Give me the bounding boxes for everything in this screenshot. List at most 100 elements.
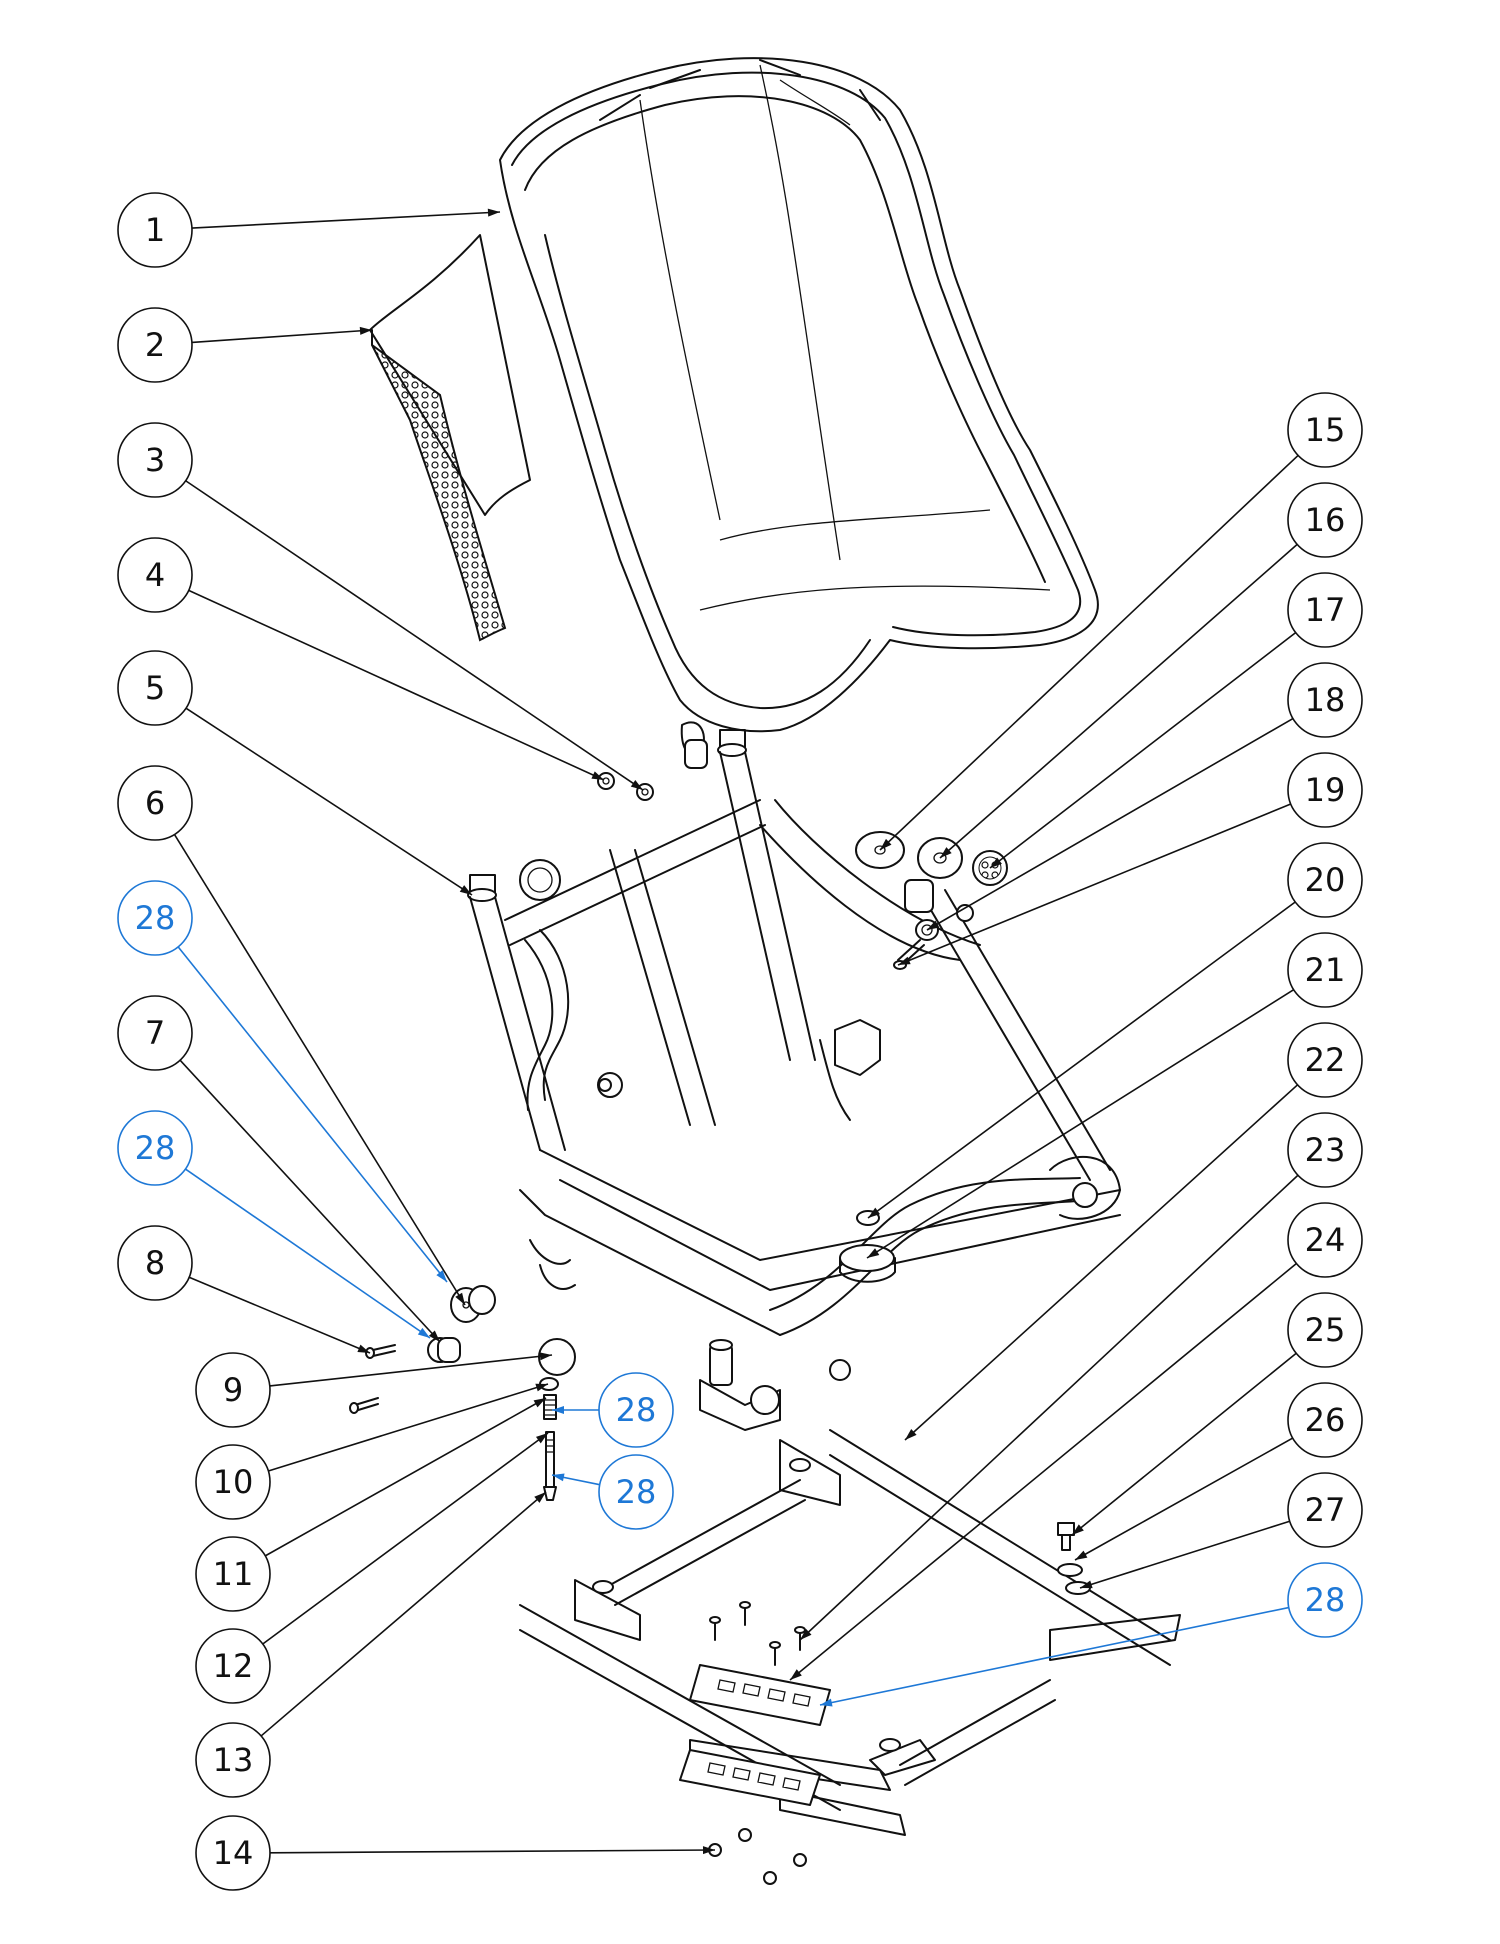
callout-number: 12 bbox=[213, 1647, 254, 1685]
callout-circle bbox=[1287, 1022, 1363, 1098]
leader-line-15 bbox=[879, 454, 1299, 851]
callout-bubble-16: 16 bbox=[1287, 482, 1363, 558]
callout-number: 28 bbox=[616, 1391, 657, 1429]
callout-number: 6 bbox=[145, 784, 165, 822]
callout-bubble-12: 12 bbox=[195, 1628, 271, 1704]
callout-circle bbox=[598, 1454, 674, 1530]
leader-line-13 bbox=[260, 1491, 547, 1737]
leader-line-7 bbox=[179, 1059, 441, 1343]
callout-circle bbox=[195, 1444, 271, 1520]
leader-arrow-8 bbox=[357, 1344, 370, 1353]
screws-23 bbox=[709, 1601, 806, 1666]
callout-number: 28 bbox=[135, 899, 176, 937]
callout-circle bbox=[1287, 662, 1363, 738]
leader-line-10 bbox=[268, 1383, 549, 1472]
callout-circle bbox=[1287, 1112, 1363, 1188]
callout-bubble-24: 24 bbox=[1287, 1202, 1363, 1278]
leader-arrow-22 bbox=[905, 1428, 917, 1440]
leader-arrow-20 bbox=[868, 1207, 881, 1218]
leader-line-27 bbox=[1079, 1520, 1290, 1589]
callout-number: 5 bbox=[145, 669, 165, 707]
leader-arrow-17 bbox=[990, 857, 1002, 868]
leader-arrow-18 bbox=[927, 920, 940, 930]
leader-line-12 bbox=[262, 1432, 549, 1645]
callout-bubble-7: 7 bbox=[117, 995, 193, 1071]
callout-bubble-28: 28 bbox=[598, 1372, 674, 1448]
callout-bubble-21: 21 bbox=[1287, 932, 1363, 1008]
callout-number: 19 bbox=[1305, 771, 1346, 809]
callout-bubble-20: 20 bbox=[1287, 842, 1363, 918]
callout-bubble-11: 11 bbox=[195, 1536, 271, 1612]
callout-number: 2 bbox=[145, 326, 165, 364]
callout-bubble-9: 9 bbox=[195, 1352, 271, 1428]
callout-circle bbox=[1287, 1292, 1363, 1368]
callout-number: 9 bbox=[223, 1371, 243, 1409]
callout-circle bbox=[1287, 1562, 1363, 1638]
leader-arrow-10 bbox=[535, 1383, 548, 1392]
nuts-14 bbox=[708, 1828, 807, 1885]
leader-line-19 bbox=[897, 803, 1292, 966]
callout-circle bbox=[598, 1372, 674, 1448]
leader-arrow-1 bbox=[487, 208, 500, 217]
callout-bubble-25: 25 bbox=[1287, 1292, 1363, 1368]
callout-bubble-1: 1 bbox=[117, 192, 193, 268]
leader-line-23 bbox=[799, 1174, 1299, 1641]
washer-6 bbox=[450, 1285, 496, 1323]
leader-line-2 bbox=[191, 329, 373, 344]
leader-arrow-11 bbox=[533, 1398, 546, 1408]
callout-number: 4 bbox=[145, 556, 165, 594]
leader-arrow-23 bbox=[800, 1628, 812, 1640]
callout-circle bbox=[1287, 572, 1363, 648]
base-frame bbox=[519, 1429, 1181, 1836]
leader-arrow-19 bbox=[898, 956, 911, 965]
callout-circle bbox=[117, 880, 193, 956]
callout-circle bbox=[117, 650, 193, 726]
leader-line-11 bbox=[264, 1397, 547, 1557]
upper-seat-frame bbox=[467, 721, 1121, 1431]
callout-number: 28 bbox=[616, 1473, 657, 1511]
leader-line-5 bbox=[185, 707, 473, 896]
callout-circle bbox=[1287, 842, 1363, 918]
callout-bubble-4: 4 bbox=[117, 537, 193, 613]
callout-number: 3 bbox=[145, 441, 165, 479]
callout-bubble-8: 8 bbox=[117, 1225, 193, 1301]
leader-line-28 bbox=[184, 1168, 431, 1339]
callout-number: 16 bbox=[1305, 501, 1346, 539]
leader-arrow-9 bbox=[539, 1352, 552, 1361]
bushing-7 bbox=[427, 1337, 461, 1363]
callout-number: 17 bbox=[1305, 591, 1346, 629]
leader-line-25 bbox=[1071, 1352, 1297, 1536]
callout-circle bbox=[1287, 1382, 1363, 1458]
leader-line-22 bbox=[904, 1084, 1299, 1441]
callout-bubble-26: 26 bbox=[1287, 1382, 1363, 1458]
callout-number: 24 bbox=[1305, 1221, 1346, 1259]
callout-circle bbox=[195, 1352, 271, 1428]
clamp-plate-lower bbox=[679, 1749, 821, 1806]
leader-arrow-12 bbox=[535, 1433, 548, 1444]
callout-bubble-17: 17 bbox=[1287, 572, 1363, 648]
leader-line-1 bbox=[191, 211, 501, 229]
callout-circle bbox=[117, 765, 193, 841]
callout-bubble-22: 22 bbox=[1287, 1022, 1363, 1098]
callout-number: 7 bbox=[145, 1014, 165, 1052]
leader-line-20 bbox=[867, 901, 1296, 1219]
callout-bubble-28: 28 bbox=[598, 1454, 674, 1530]
leader-line-4 bbox=[188, 589, 605, 781]
callout-circle bbox=[1287, 752, 1363, 828]
callout-bubble-3: 3 bbox=[117, 422, 193, 498]
callout-number: 21 bbox=[1305, 951, 1346, 989]
callout-bubble-28: 28 bbox=[117, 1110, 193, 1186]
callout-number: 14 bbox=[213, 1834, 254, 1872]
callout-circle bbox=[195, 1536, 271, 1612]
leader-arrow-14 bbox=[702, 1846, 715, 1855]
leader-line-6 bbox=[173, 834, 466, 1306]
leader-line-17 bbox=[989, 631, 1297, 869]
callout-bubble-15: 15 bbox=[1287, 392, 1363, 468]
leader-line-28 bbox=[177, 946, 448, 1283]
callout-number: 26 bbox=[1305, 1401, 1346, 1439]
callout-bubble-28: 28 bbox=[1287, 1562, 1363, 1638]
callout-number: 10 bbox=[213, 1463, 254, 1501]
callout-circle bbox=[117, 192, 193, 268]
bolt-8 bbox=[349, 1344, 396, 1414]
